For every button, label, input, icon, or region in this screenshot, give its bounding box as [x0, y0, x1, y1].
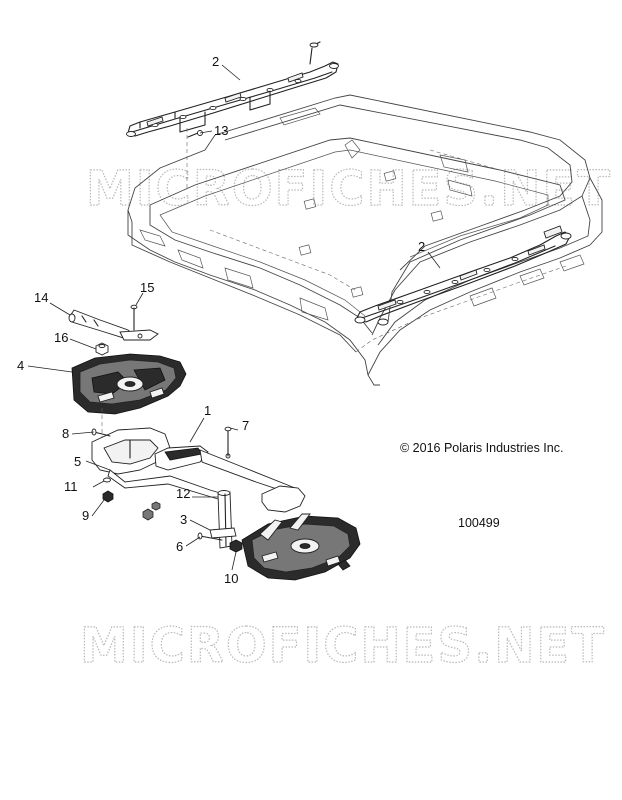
callout-2-top: 2: [212, 54, 219, 69]
bracket-3: [209, 527, 237, 539]
callout-12: 12: [176, 486, 190, 501]
callout-16: 16: [54, 330, 68, 345]
callout-2-right: 2: [418, 239, 425, 254]
handle-14: [68, 309, 159, 341]
figure-number: 100499: [458, 516, 500, 530]
callout-9: 9: [82, 508, 89, 523]
callout-5: 5: [74, 454, 81, 469]
seat-base-right: [241, 485, 361, 581]
watermark-top: MICROFICHES.NET: [86, 161, 612, 217]
callout-13: 13: [214, 123, 228, 138]
cargo-rail-right: [354, 225, 572, 326]
bolt-15: [130, 304, 138, 331]
bolt-8: [91, 428, 111, 437]
callout-8: 8: [62, 426, 69, 441]
callout-14: 14: [34, 290, 48, 305]
callout-1: 1: [204, 403, 211, 418]
cargo-bed: [127, 94, 603, 386]
cargo-rail-top: [126, 41, 339, 137]
callout-6: 6: [176, 539, 183, 554]
callout-labels: 2 13 2 14 15 16 4 1 7 8 5 11 9 12 3 6 10: [17, 54, 425, 586]
callout-11: 11: [64, 479, 78, 494]
nut-10: [229, 539, 243, 553]
callout-4: 4: [17, 358, 24, 373]
screw-right-bed: [151, 501, 161, 511]
washer-11: [103, 477, 111, 483]
nut-9: [102, 490, 114, 503]
seat-base-left: [71, 353, 187, 440]
callout-15: 15: [140, 280, 154, 295]
callout-7: 7: [242, 418, 249, 433]
callout-10: 10: [224, 571, 238, 586]
leader-lines: [27, 64, 441, 571]
callout-3: 3: [180, 512, 187, 527]
watermark-bottom: MICROFICHES.NET: [80, 618, 606, 674]
nut-loose: [142, 508, 154, 521]
copyright-notice: © 2016 Polaris Industries Inc.: [400, 441, 563, 455]
nut-16: [95, 342, 109, 356]
